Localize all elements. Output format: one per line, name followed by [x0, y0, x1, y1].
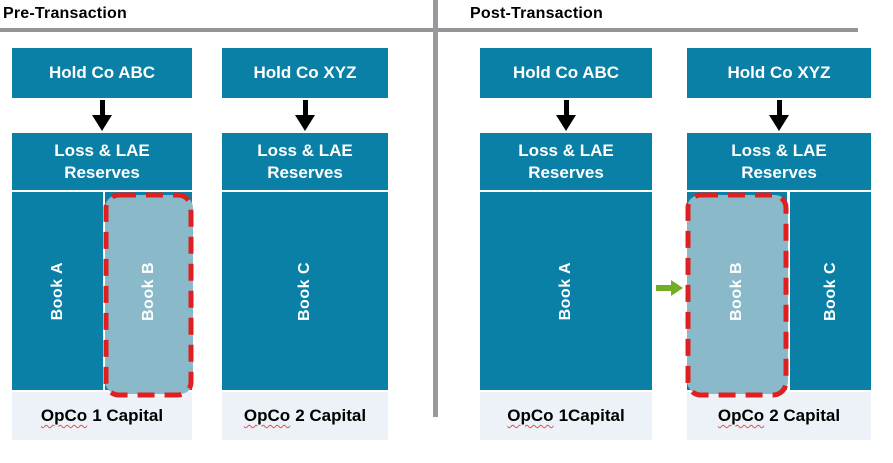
reserves-box: Loss & LAE Reserves	[12, 133, 192, 190]
capital-word-opco: OpCo	[507, 406, 554, 425]
reserves-line2: Reserves	[528, 162, 604, 182]
pre-opco1-column: Hold Co ABC Loss & LAE Reserves Book A B…	[12, 48, 194, 440]
book-c-box: Book C	[222, 192, 388, 390]
holdco-box: Hold Co ABC	[480, 48, 652, 98]
post-transaction-title: Post-Transaction	[470, 5, 604, 22]
capital-rest: 2 Capital	[769, 406, 841, 425]
book-a-label: Book A	[557, 261, 574, 321]
book-a-box: Book A	[12, 192, 103, 390]
reserves-line1: Loss & LAE	[54, 140, 150, 160]
post-opco2-column: Hold Co XYZ Loss & LAE Reserves Book B B…	[685, 48, 871, 440]
down-arrow-icon	[12, 100, 192, 131]
book-c-label: Book C	[296, 261, 313, 321]
capital-rest: 1Capital	[558, 406, 625, 425]
book-b-box-highlighted: Book B	[103, 192, 194, 398]
holdco-label: Hold Co XYZ	[727, 63, 831, 82]
holdco-label: Hold Co ABC	[512, 63, 620, 82]
reserves-line1: Loss & LAE	[257, 140, 353, 160]
panel-divider	[433, 0, 438, 417]
reserves-line2: Reserves	[741, 162, 817, 182]
capital-word-opco: OpCo	[40, 406, 88, 425]
books-row: Book A	[480, 192, 652, 390]
book-a-box: Book A	[480, 192, 652, 390]
book-b-label: Book B	[139, 261, 157, 321]
holdco-label: Hold Co ABC	[48, 63, 156, 82]
holdco-box: Hold Co XYZ	[687, 48, 871, 98]
pre-transaction-title: Pre-Transaction	[3, 5, 127, 22]
reserves-line1: Loss & LAE	[731, 140, 827, 160]
capital-word-opco: OpCo	[243, 406, 291, 425]
book-b-highlight-outline	[103, 192, 194, 398]
book-c-label: Book C	[821, 261, 839, 321]
book-b-highlight-outline	[685, 192, 789, 398]
holdco-label: Hold Co XYZ	[253, 63, 357, 82]
capital-rest: 2 Capital	[295, 406, 367, 425]
reserves-line2: Reserves	[64, 162, 140, 182]
capital-word-opco: OpCo	[717, 406, 765, 425]
down-arrow-icon	[222, 100, 388, 131]
books-row: Book C	[222, 192, 388, 390]
title-underline-rule	[0, 28, 858, 32]
down-arrow-icon	[480, 100, 652, 131]
books-row: Book B Book C	[685, 192, 871, 398]
down-arrow-icon	[687, 100, 871, 131]
book-a-label: Book A	[48, 261, 66, 321]
book-b-box-highlighted: Book B	[685, 192, 789, 398]
reserves-line1: Loss & LAE	[518, 140, 614, 160]
book-b-label: Book B	[728, 261, 745, 321]
book-c-box: Book C	[790, 192, 871, 390]
reserves-box: Loss & LAE Reserves	[480, 133, 652, 190]
reserves-box: Loss & LAE Reserves	[222, 133, 388, 190]
reserves-line2: Reserves	[267, 162, 343, 182]
reserves-box: Loss & LAE Reserves	[687, 133, 871, 190]
holdco-box: Hold Co ABC	[12, 48, 192, 98]
books-row: Book A Book B	[12, 192, 194, 398]
pre-opco2-column: Hold Co XYZ Loss & LAE Reserves Book C O…	[222, 48, 388, 440]
transfer-arrow-icon	[656, 280, 683, 296]
holdco-box: Hold Co XYZ	[222, 48, 388, 98]
capital-rest: 1 Capital	[92, 406, 164, 425]
book-b-highlight-fill	[687, 195, 788, 394]
post-opco1-column: Hold Co ABC Loss & LAE Reserves Book A O…	[480, 48, 652, 440]
book-b-highlight-fill	[105, 195, 193, 394]
